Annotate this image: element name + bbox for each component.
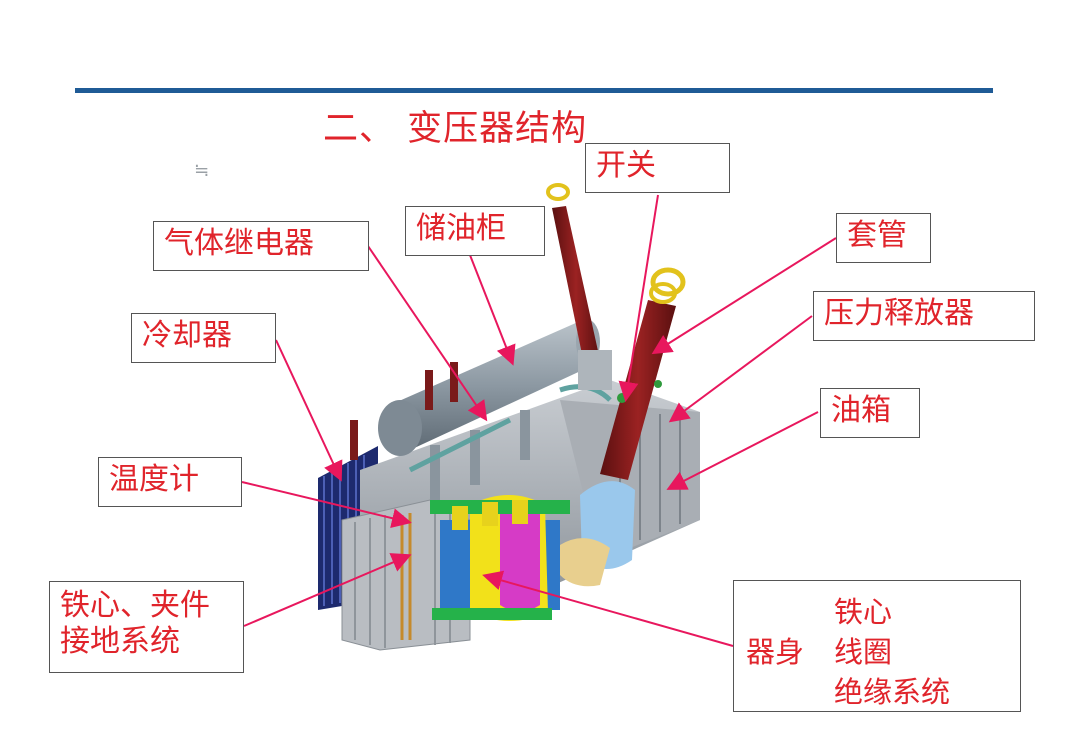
core-and-windings [430, 495, 570, 621]
label-active-part: 器身 铁心 线圈 绝缘系统 [733, 580, 1021, 712]
label-core-clamp-line1: 铁心、夹件 [60, 588, 210, 623]
label-body: 器身 [746, 635, 805, 669]
label-pressure-relief: 压力释放器 [813, 291, 1035, 341]
label-gas-relay: 气体继电器 [153, 221, 369, 271]
label-bushing: 套管 [836, 213, 931, 263]
label-insulation: 绝缘系统 [834, 675, 951, 709]
label-thermometer: 温度计 [98, 457, 242, 507]
label-conservator: 储油柜 [405, 206, 545, 256]
label-switch: 开关 [585, 143, 730, 193]
label-winding: 线圈 [834, 635, 893, 669]
label-cooler: 冷却器 [131, 313, 276, 363]
title-rule [75, 88, 993, 93]
leader-arrows [241, 194, 837, 647]
label-core: 铁心 [834, 595, 893, 629]
decor-glyph-icon: ≒ [194, 160, 210, 181]
label-core-clamp-line2: 接地系统 [60, 624, 180, 659]
label-core-clamp-grounding: 铁心、夹件 接地系统 [49, 581, 244, 673]
label-oil-tank: 油箱 [820, 388, 920, 438]
page-title: 二、 变压器结构 [323, 109, 588, 149]
